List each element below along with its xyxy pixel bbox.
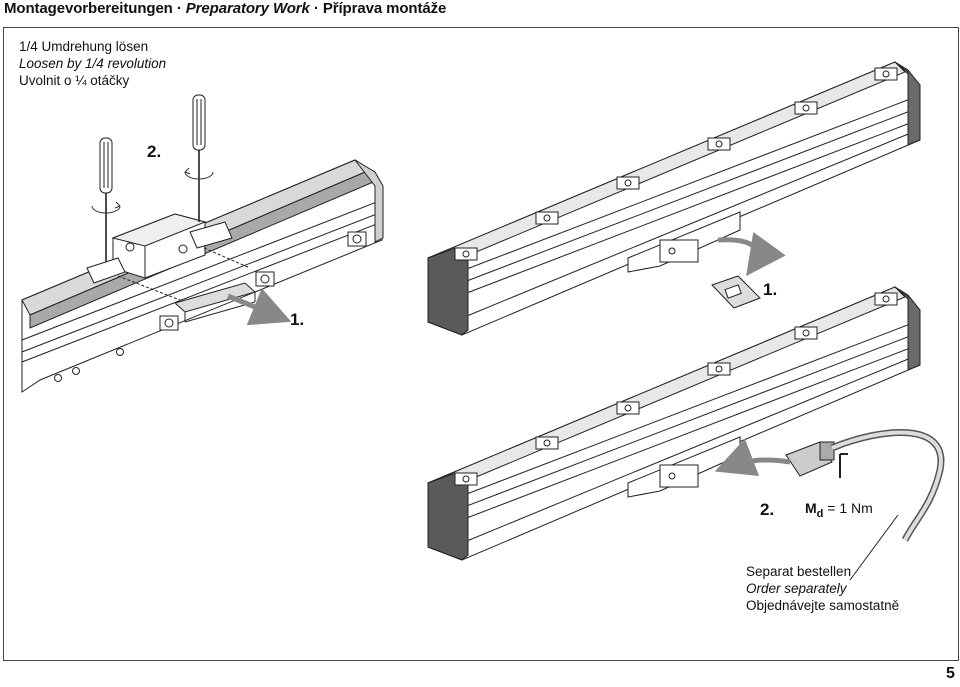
illustration-frame xyxy=(3,27,959,661)
instruction-cz: Uvolnit o ¼ otáčky xyxy=(19,73,130,88)
header-separator: · xyxy=(172,0,186,17)
header-title-cz: Příprava montáže xyxy=(322,0,447,17)
page-header: Montagevorbereitungen · Preparatory Work… xyxy=(4,0,446,17)
header-separator: · xyxy=(309,0,323,17)
remove-cap-arrow-icon xyxy=(717,231,786,277)
instruction-en: Loosen by 1/4 revolution xyxy=(19,56,167,71)
callout-step-2-left: 2. xyxy=(147,142,162,161)
torque-spec: Md = 1 Nm xyxy=(805,500,873,520)
remove-arrow-icon xyxy=(227,288,292,326)
order-note-en: Order separately xyxy=(746,581,847,596)
callout-step-2-right: 2. xyxy=(760,500,775,519)
instruction-label: 1/4 Umdrehung lösen Loosen by 1/4 revolu… xyxy=(19,38,166,89)
order-note: Separat bestellen Order separately Objed… xyxy=(746,563,899,614)
page-number: 5 xyxy=(946,665,955,682)
callout-step-1-right: 1. xyxy=(763,280,778,299)
torque-value: = 1 Nm xyxy=(827,500,873,516)
header-title-de: Montagevorbereitungen xyxy=(4,0,173,17)
torque-symbol: M xyxy=(805,500,817,516)
callout-step-1-left: 1. xyxy=(290,310,305,329)
connector-cap xyxy=(711,275,761,309)
order-note-de: Separat bestellen xyxy=(746,564,852,579)
header-title-en: Preparatory Work xyxy=(185,0,310,17)
insert-connector-arrow-icon xyxy=(714,438,791,477)
torque-subscript: d xyxy=(816,507,824,520)
order-note-cz: Objednávejte samostatně xyxy=(746,598,900,613)
right-bottom-scale xyxy=(427,286,945,581)
right-top-scale xyxy=(427,61,921,336)
instruction-de: 1/4 Umdrehung lösen xyxy=(19,39,149,54)
left-scale-assembly xyxy=(21,94,384,393)
